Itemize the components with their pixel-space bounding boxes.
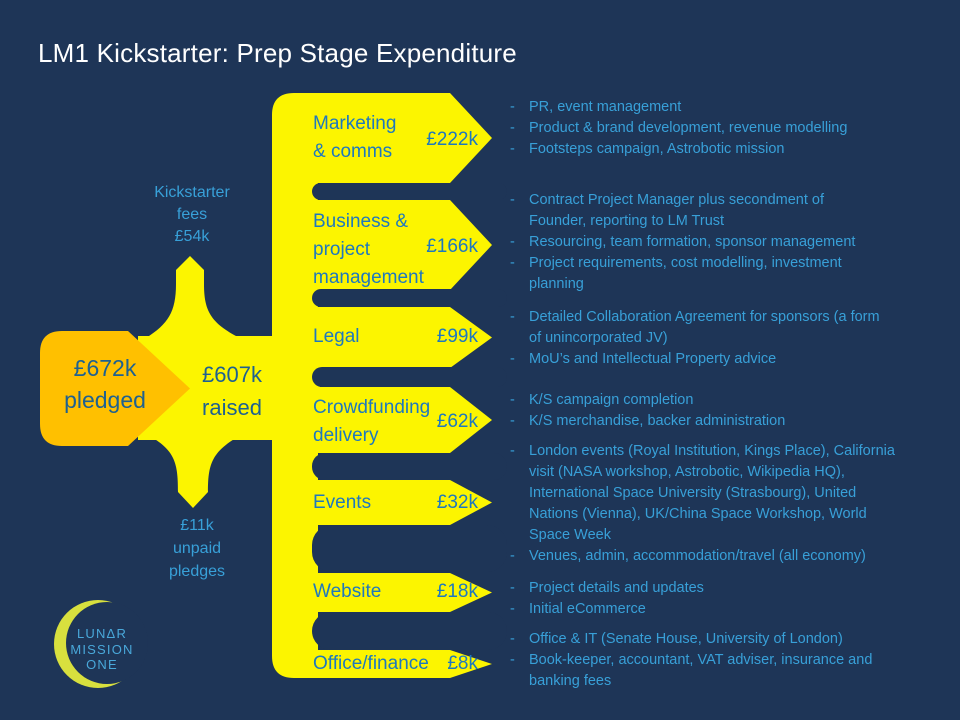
logo-line-3: ONE <box>86 657 118 672</box>
pledged-block <box>40 331 190 446</box>
bullet-item: -Detailed Collaboration Agreement for sp… <box>505 307 955 349</box>
category-value-crowdfunding: £62k <box>436 411 478 432</box>
bullet-list-marketing: -PR, event management -Product & brand d… <box>505 97 955 160</box>
bullet-item: -Book-keeper, accountant, VAT adviser, i… <box>505 650 955 692</box>
pledged-amount: £672k pledged <box>40 352 170 416</box>
bullet-item: -London events (Royal Institution, Kings… <box>505 441 955 546</box>
bullet-dash: - <box>510 120 515 136</box>
bullet-dash: - <box>510 192 515 208</box>
bullet-item: -Project requirements, cost modelling, i… <box>505 253 955 295</box>
notch-1 <box>312 183 507 200</box>
category-label-office: Office/finance <box>313 653 429 674</box>
bullet-dash: - <box>510 309 515 325</box>
bullet-dash: - <box>510 443 515 459</box>
flow-band-marketing <box>300 93 492 183</box>
notch-4 <box>312 453 507 480</box>
bullet-dash: - <box>510 631 515 647</box>
flow-band-legal <box>300 307 492 368</box>
logo-crescent-cutout <box>66 602 148 684</box>
category-value-website: £18k <box>436 581 478 602</box>
flow-band-office <box>300 650 492 678</box>
bullet-dash: - <box>510 548 515 564</box>
bullet-item: -Project details and updates <box>505 578 955 599</box>
bullet-list-crowdfunding: -K/S campaign completion -K/S merchandis… <box>505 390 955 432</box>
raised-amount: £607k raised <box>186 358 278 424</box>
flow-band-website <box>300 573 492 612</box>
bullet-dash: - <box>510 255 515 271</box>
logo-line-1: LUNΔR <box>76 626 128 641</box>
fees-line-2: fees <box>176 206 208 223</box>
unpaid-line-3: pledges <box>168 563 226 580</box>
flow-band-events <box>300 480 492 525</box>
bullet-item: -Contract Project Manager plus secondmen… <box>505 190 955 232</box>
notch-3 <box>312 367 507 387</box>
pledged-label: pledged <box>64 387 146 413</box>
bullet-item: -K/S campaign completion <box>505 390 955 411</box>
bullet-item: -Initial eCommerce <box>505 599 955 620</box>
bullet-item: -Venues, admin, accommodation/travel (al… <box>505 546 955 567</box>
fees-line-3: £54k <box>174 228 210 245</box>
logo-line-2: MISSION <box>70 641 134 657</box>
bullet-item: -Office & IT (Senate House, University o… <box>505 629 955 650</box>
category-label-website: Website <box>313 581 382 602</box>
unpaid-pledges-label: £11k unpaid pledges <box>147 514 247 583</box>
bullet-dash: - <box>510 601 515 617</box>
category-label-business: Business & project management <box>313 211 424 288</box>
bullet-item: -K/S merchandise, backer administration <box>505 411 955 432</box>
category-label-legal: Legal <box>313 326 360 347</box>
bullet-item: -Footsteps campaign, Astrobotic mission <box>505 139 955 160</box>
category-value-marketing: £222k <box>426 129 478 150</box>
bullet-item: -PR, event management <box>505 97 955 118</box>
bullet-item: -MoU’s and Intellectual Property advice <box>505 349 955 370</box>
bullet-list-website: -Project details and updates -Initial eC… <box>505 578 955 620</box>
bullet-dash: - <box>510 652 515 668</box>
bullet-dash: - <box>510 580 515 596</box>
bullet-list-business: -Contract Project Manager plus secondmen… <box>505 190 955 295</box>
bullet-item: -Product & brand development, revenue mo… <box>505 118 955 139</box>
raised-label: raised <box>202 395 262 420</box>
bullet-dash: - <box>510 141 515 157</box>
raised-value: £607k <box>202 362 262 387</box>
bullet-list-legal: -Detailed Collaboration Agreement for sp… <box>505 307 955 370</box>
notch-6 <box>312 612 507 650</box>
notch-5 <box>312 525 507 572</box>
bullet-dash: - <box>510 234 515 250</box>
bullet-dash: - <box>510 413 515 429</box>
pledged-value: £672k <box>73 355 137 381</box>
slide-title: LM1 Kickstarter: Prep Stage Expenditure <box>38 38 517 68</box>
flow-band-business <box>300 200 492 290</box>
category-label-crowdfunding: Crowdfunding delivery <box>313 397 431 446</box>
bullet-list-office: -Office & IT (Senate House, University o… <box>505 629 955 692</box>
notch-2 <box>312 289 507 307</box>
unpaid-line-1: £11k <box>180 517 214 534</box>
bullet-dash: - <box>510 99 515 115</box>
category-label-events: Events <box>313 492 372 513</box>
unpaid-branch-arrow <box>153 438 236 508</box>
category-label-marketing: Marketing & comms <box>313 113 397 162</box>
category-value-office: £8k <box>447 653 478 674</box>
bullet-item: -Resourcing, team formation, sponsor man… <box>505 232 955 253</box>
bullet-dash: - <box>510 351 515 367</box>
unpaid-line-2: unpaid <box>172 540 222 557</box>
kickstarter-fees-label: Kickstarter fees £54k <box>132 182 252 248</box>
flow-band-crowdfunding <box>300 387 492 453</box>
lunar-mission-one-logo: LUNΔR MISSION ONE <box>52 626 152 673</box>
fees-branch-arrow <box>146 256 240 338</box>
bullet-list-events: -London events (Royal Institution, Kings… <box>505 441 955 567</box>
fees-line-1: Kickstarter <box>154 184 230 201</box>
category-value-legal: £99k <box>436 326 478 347</box>
category-value-events: £32k <box>436 492 478 513</box>
bullet-dash: - <box>510 392 515 408</box>
category-value-business: £166k <box>426 236 478 257</box>
